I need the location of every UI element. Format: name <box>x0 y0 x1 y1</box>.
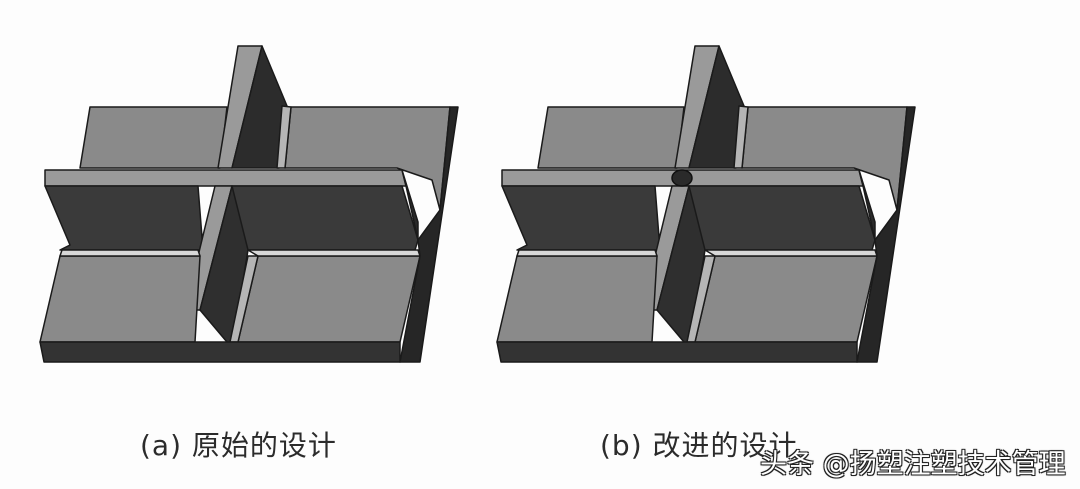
caption-original-design: (a) 原始的设计 <box>140 429 337 462</box>
center-hole-icon <box>671 169 693 187</box>
rib-cross-3d-drawing-a <box>39 45 459 363</box>
watermark: 头条 @扬塑注塑技术管理 <box>760 449 1066 480</box>
figure-improved-design <box>462 0 942 410</box>
rib-cross-3d-drawing-b <box>496 45 916 363</box>
figure-original-design <box>0 0 462 410</box>
caption-improved-design: (b) 改进的设计 <box>600 429 798 462</box>
